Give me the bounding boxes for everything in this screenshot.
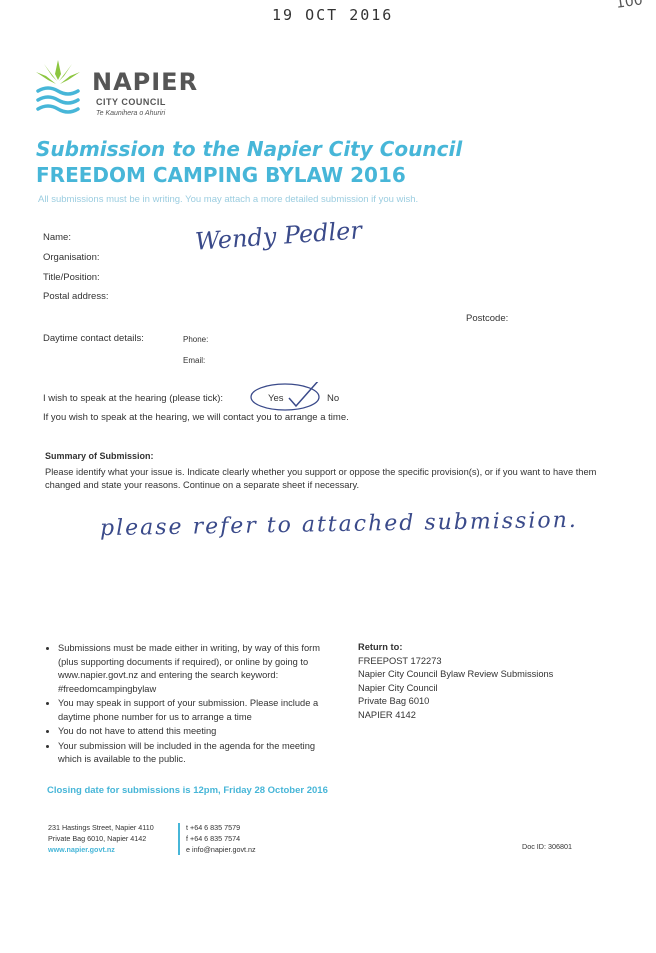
handwritten-summary: please refer to attached submission. (99, 507, 578, 542)
submission-notes: Submissions must be made either in writi… (42, 642, 332, 768)
page-title: Submission to the Napier City Council (36, 137, 463, 161)
note-item: Submissions must be made either in writi… (58, 642, 332, 696)
footer-email[interactable]: e info@napier.govt.nz (186, 845, 256, 854)
return-line: FREEPOST 172273 (358, 655, 442, 666)
return-line: NAPIER 4142 (358, 709, 416, 720)
email-label: Email: (183, 356, 206, 365)
return-heading: Return to: (358, 642, 403, 652)
footer-divider (178, 823, 180, 855)
logo-tagline: Te Kaunihera o Ahuriri (96, 110, 166, 117)
postal-address-label: Postal address: (43, 291, 109, 302)
council-logo-icon (34, 58, 82, 120)
yes-no-tick-mark (249, 379, 331, 412)
corner-handwritten-mark: 100 (615, 0, 644, 12)
note-item: You do not have to attend this meeting (58, 725, 332, 739)
summary-heading: Summary of Submission: (45, 451, 154, 461)
return-address-block: Return to: FREEPOST 172273 Napier City C… (358, 641, 618, 722)
bylaw-title: FREEDOM CAMPING BYLAW 2016 (36, 163, 406, 187)
no-option: No (327, 393, 340, 404)
contact-details-label: Daytime contact details: (43, 333, 144, 344)
speak-at-hearing-label: I wish to speak at the hearing (please t… (43, 393, 224, 404)
yes-option: Yes (268, 393, 284, 404)
footer-contact: t +64 6 835 7579 f +64 6 835 7574 e info… (186, 822, 256, 855)
note-item: You may speak in support of your submiss… (58, 697, 332, 724)
received-date-stamp: 19 OCT 2016 (272, 6, 394, 24)
closing-date: Closing date for submissions is 12pm, Fr… (47, 785, 328, 796)
intro-text: All submissions must be in writing. You … (38, 194, 419, 205)
return-line: Napier City Council (358, 682, 438, 693)
doc-id: Doc ID: 306801 (522, 842, 572, 851)
footer-website-link[interactable]: www.napier.govt.nz (48, 845, 115, 854)
phone-label: Phone: (183, 335, 209, 344)
summary-instructions: Please identify what your issue is. Indi… (45, 467, 597, 490)
footer-address-line: Private Bag 6010, Napier 4142 (48, 834, 147, 843)
footer-phone: t +64 6 835 7579 (186, 823, 241, 832)
footer-address-line: 231 Hastings Street, Napier 4110 (48, 823, 154, 832)
note-item: Your submission will be included in the … (58, 740, 332, 767)
footer-fax: f +64 6 835 7574 (186, 834, 241, 843)
organisation-label: Organisation: (43, 252, 100, 263)
return-line: Napier City Council Bylaw Review Submiss… (358, 669, 554, 679)
footer-address: 231 Hastings Street, Napier 4110 Private… (48, 822, 154, 855)
speak-note: If you wish to speak at the hearing, we … (43, 412, 349, 423)
name-label: Name: (43, 232, 71, 243)
logo-subtitle: CITY COUNCIL (96, 97, 166, 107)
name-handwritten-value: Wendy Pedler (194, 216, 363, 256)
return-line: Private Bag 6010 (358, 696, 430, 706)
title-position-label: Title/Position: (43, 272, 100, 283)
postcode-label: Postcode: (466, 313, 509, 324)
logo-name: NAPIER (92, 68, 199, 96)
